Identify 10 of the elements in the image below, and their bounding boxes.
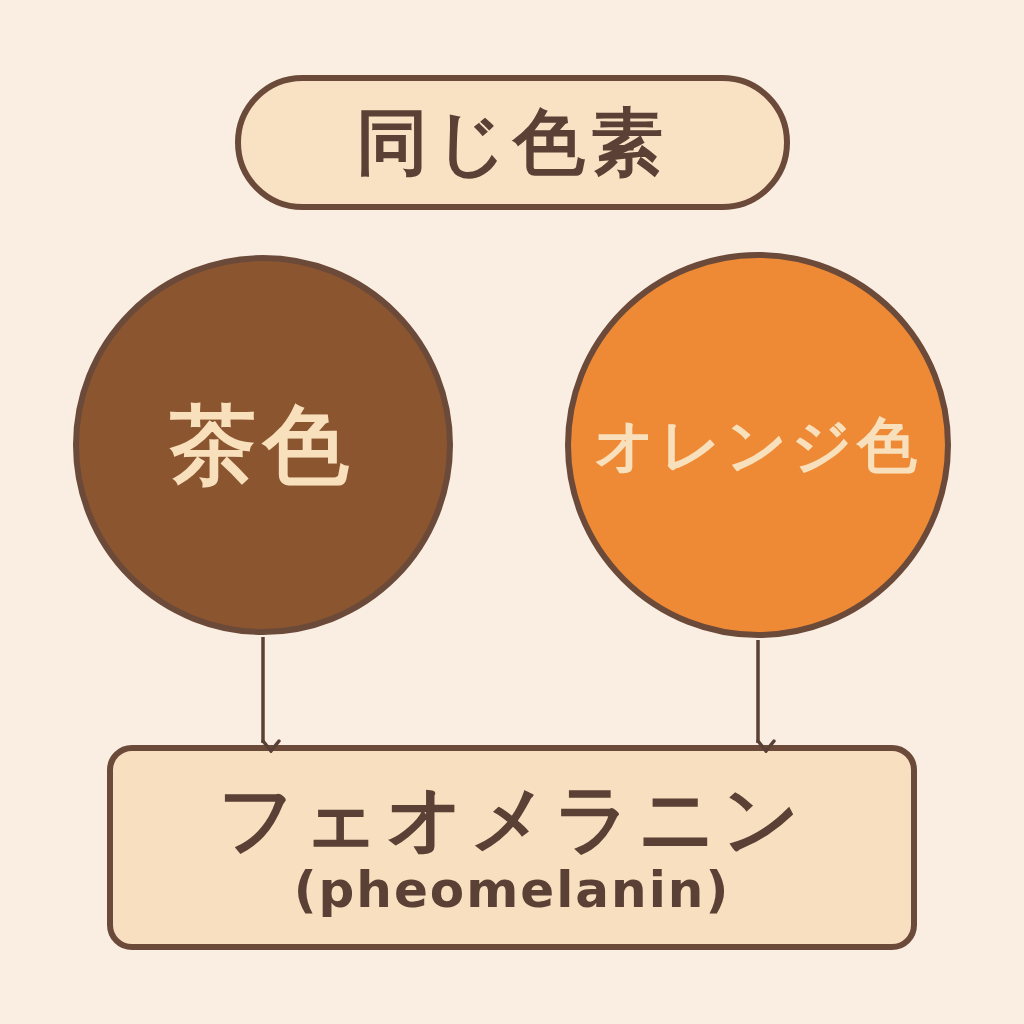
circle-label: 茶色 xyxy=(170,395,356,495)
color-circle xyxy=(565,252,951,638)
circle-label: オレンジ色 xyxy=(594,410,922,480)
pigment-romanization: (pheomelanin) xyxy=(293,862,731,920)
heading-text: 同じ色素 xyxy=(355,101,669,184)
pigment-name: フェオメラニン xyxy=(217,775,807,863)
pigment-box xyxy=(107,745,917,950)
arrow xyxy=(756,640,776,753)
arrow xyxy=(261,637,281,753)
color-circle xyxy=(73,255,453,635)
